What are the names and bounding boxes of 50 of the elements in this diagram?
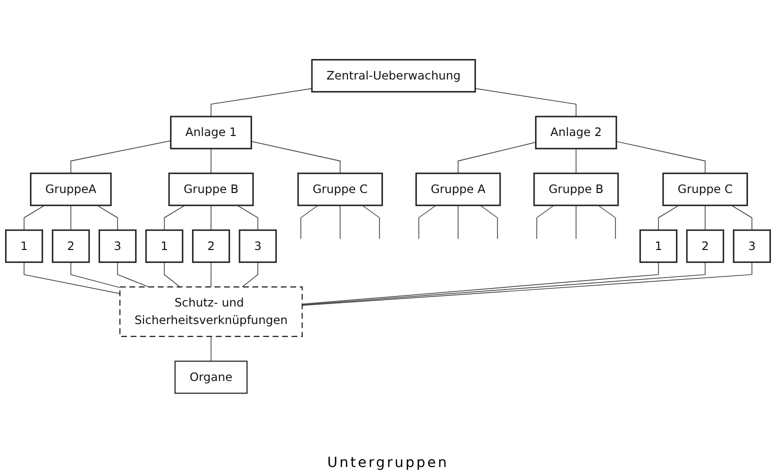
node-box [639, 229, 678, 263]
connector [418, 205, 436, 240]
connector [210, 336, 212, 362]
group-label: Untergruppen [327, 455, 449, 471]
connector [704, 205, 706, 230]
node-box [297, 172, 383, 206]
hierarchy-diagram: Zentral-Ueberwachung Anlage 1 Anlage 2 GruppeA Gruppe B Gruppe C Gruppe A Gruppe B Gruppe C 1 2 3 1 2 3 1 2 3 Schutz- und Sicherheitsverknüpfungen Organe [0, 0, 776, 453]
connector [658, 205, 680, 230]
node-box [238, 229, 277, 263]
connector [24, 205, 45, 230]
connector [458, 142, 536, 174]
node-box [52, 229, 90, 263]
connector [731, 205, 752, 230]
node-box [662, 172, 748, 206]
node-box [5, 229, 44, 263]
connector [70, 140, 172, 174]
connector [96, 205, 118, 230]
connector [237, 205, 258, 230]
connector [362, 205, 380, 240]
connector [250, 141, 340, 174]
connector [164, 205, 186, 230]
node-box [168, 172, 254, 206]
connector [300, 205, 318, 240]
node-box [686, 229, 724, 263]
node-box [415, 172, 501, 206]
node-box [533, 172, 619, 206]
connector [24, 262, 120, 294]
connector [474, 88, 576, 117]
connector [536, 205, 554, 240]
connector [210, 148, 212, 174]
node-box [170, 116, 252, 150]
connector [598, 205, 616, 240]
node-box [30, 172, 112, 206]
node-box [145, 229, 184, 263]
node-box [311, 59, 476, 93]
connector [164, 262, 180, 288]
connector [70, 262, 120, 288]
connector [616, 141, 706, 174]
node-box [174, 360, 248, 394]
node-box [535, 116, 618, 150]
connector [210, 262, 212, 288]
node-box [192, 229, 230, 263]
connector [480, 205, 498, 240]
node-box [98, 229, 137, 263]
connector [210, 205, 212, 230]
node-box [119, 286, 303, 337]
connector [242, 262, 258, 288]
connector [70, 205, 72, 230]
connector [210, 88, 312, 117]
node-box [732, 229, 771, 263]
